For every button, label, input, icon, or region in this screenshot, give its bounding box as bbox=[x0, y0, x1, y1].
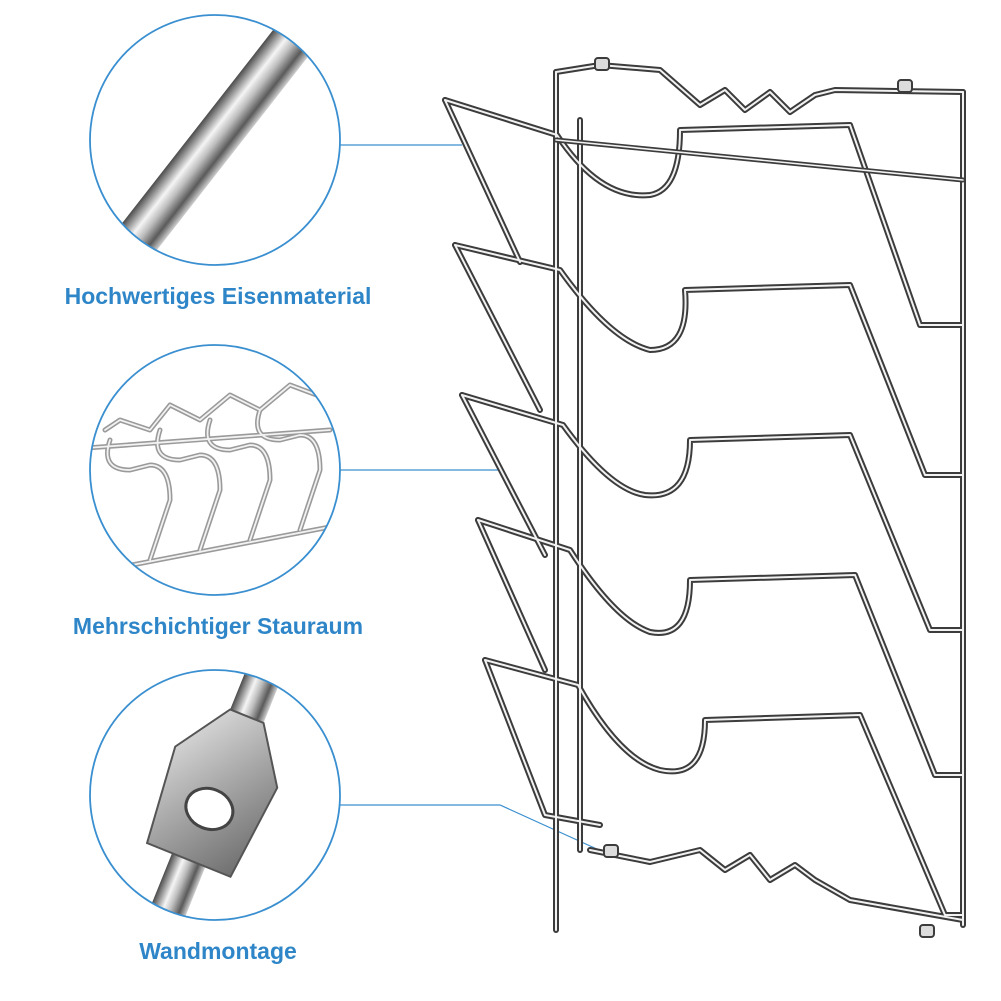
mounting-bracket-closeup-icon bbox=[89, 669, 341, 921]
mounting-tab-icon bbox=[594, 57, 935, 938]
feature-label-wall-mount: Wandmontage bbox=[139, 938, 297, 964]
feature-label-material: Hochwertiges Eisenmaterial bbox=[64, 283, 372, 309]
wire-layers-closeup-icon bbox=[89, 344, 341, 596]
steel-rod-closeup-icon bbox=[89, 14, 341, 266]
leader-line-3 bbox=[340, 804, 611, 856]
leader-lines bbox=[340, 144, 611, 856]
feature-label-storage: Mehrschichtiger Stauraum bbox=[72, 613, 364, 639]
pot-lid-rack-icon bbox=[442, 57, 966, 938]
